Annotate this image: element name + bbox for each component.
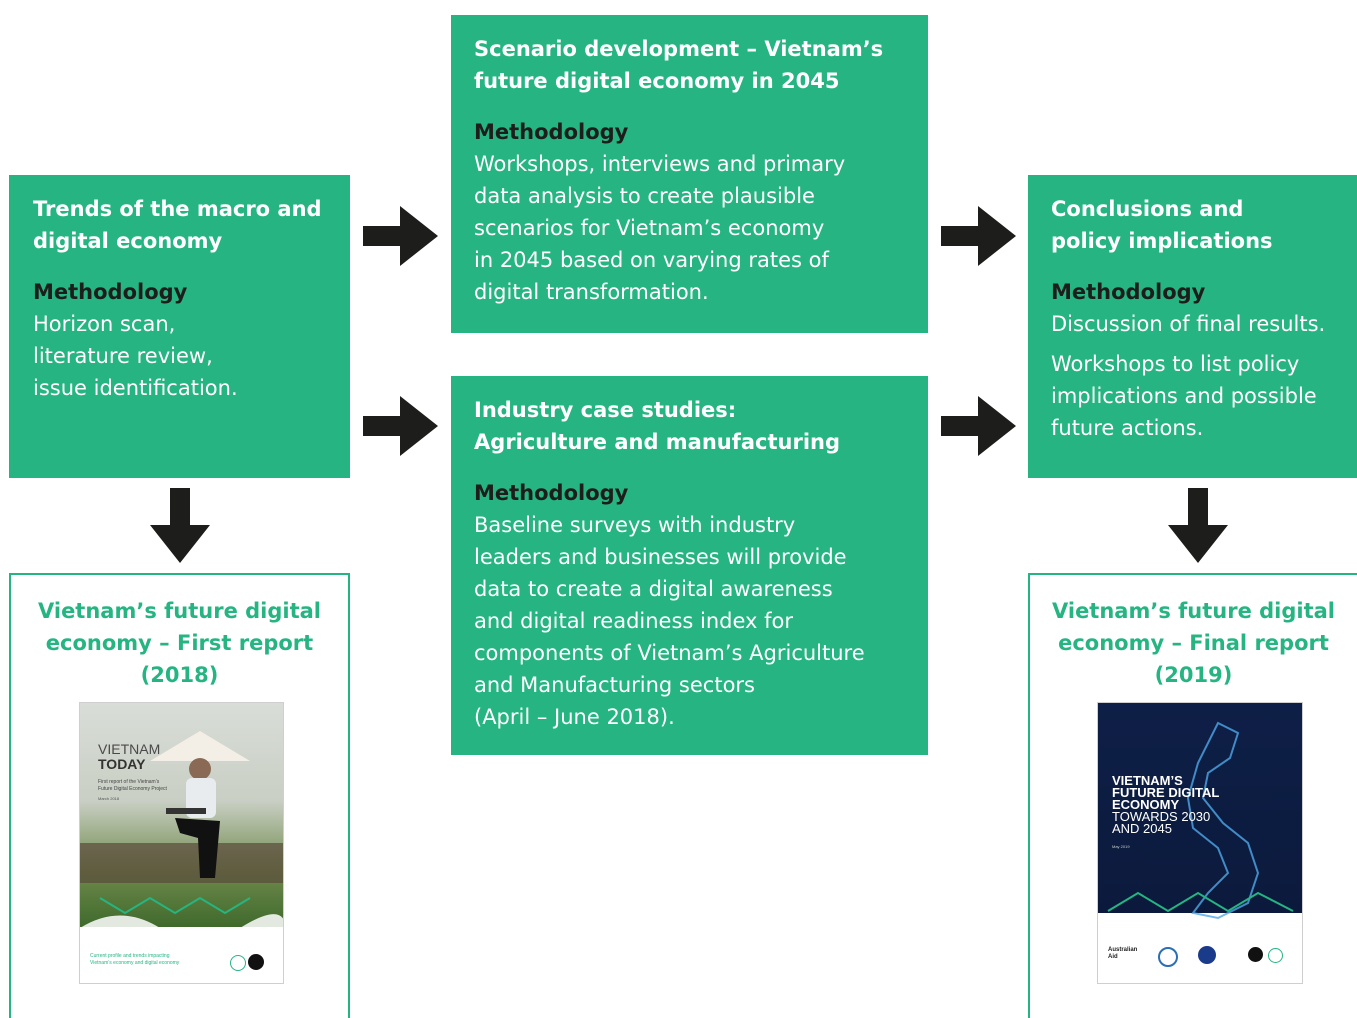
first-report-title: Vietnam’s future digital economy – First… — [37, 599, 321, 687]
final-cover-line1: VIETNAM’S — [1112, 773, 1183, 788]
csiro-logo-icon — [1248, 947, 1263, 962]
final-cover-line4: TOWARDS 2030 — [1112, 809, 1211, 824]
institute-seal-icon — [1198, 946, 1216, 964]
first-report-panel: Vietnam’s future digital economy – First… — [9, 573, 350, 1018]
woman-with-laptop-image — [80, 731, 283, 941]
conclusions-methodology-text-2: Workshops to list policy implications an… — [1051, 352, 1317, 440]
trends-title: Trends of the macro and digital economy — [33, 197, 322, 253]
conclusions-methodology-heading: Methodology — [1051, 280, 1206, 304]
arrow-down-icon — [1168, 488, 1228, 563]
final-cover-date: May 2019 — [1112, 844, 1130, 849]
final-cover-line5: AND 2045 — [1112, 821, 1172, 836]
scenario-title: Scenario development – Vietnam’s future … — [474, 37, 884, 93]
first-cover-line1: VIETNAM — [98, 741, 161, 757]
industry-title: Industry case studies: Agriculture and m… — [474, 398, 841, 454]
conclusions-box: Conclusions and policy implications Meth… — [1028, 175, 1357, 478]
arrow-right-icon — [941, 206, 1016, 266]
arrow-right-icon — [363, 396, 438, 456]
first-cover-footer: Current profile and trends impacting Vie… — [90, 953, 180, 966]
final-cover-line2: FUTURE DIGITAL — [1112, 785, 1220, 800]
first-report-cover[interactable]: VIETNAM TODAY First report of the Vietna… — [79, 702, 284, 984]
conclusions-title: Conclusions and policy implications — [1051, 197, 1273, 253]
ministry-seal-icon — [1158, 947, 1178, 967]
data61-logo-icon — [230, 955, 246, 971]
vietnam-map-image — [1107, 721, 1294, 920]
arrow-right-icon — [941, 396, 1016, 456]
csiro-logo-icon — [248, 954, 264, 970]
data61-logo-icon — [1268, 948, 1283, 963]
trends-box: Trends of the macro and digital economy … — [9, 175, 350, 478]
final-cover-line3: ECONOMY — [1112, 797, 1180, 812]
industry-methodology-text: Baseline surveys with industry leaders a… — [474, 513, 865, 729]
final-report-cover[interactable]: VIETNAM’S FUTURE DIGITAL ECONOMY TOWARDS… — [1097, 702, 1303, 984]
scenario-methodology-text: Workshops, interviews and primary data a… — [474, 152, 846, 304]
first-cover-subtitle: First report of the Vietnam’s Future Dig… — [98, 779, 167, 792]
first-cover-line2: TODAY — [98, 756, 146, 772]
scenario-box: Scenario development – Vietnam’s future … — [451, 15, 928, 333]
first-cover-date: March 2018 — [98, 796, 120, 801]
scenario-methodology-heading: Methodology — [474, 120, 629, 144]
final-report-panel: Vietnam’s future digital economy – Final… — [1028, 573, 1357, 1018]
trends-methodology-text: Horizon scan, literature review, issue i… — [33, 312, 238, 400]
final-report-title: Vietnam’s future digital economy – Final… — [1051, 599, 1335, 687]
conclusions-methodology-text: Discussion of final results. — [1051, 312, 1326, 336]
arrow-right-icon — [363, 206, 438, 266]
arrow-down-icon — [150, 488, 210, 563]
industry-methodology-heading: Methodology — [474, 481, 629, 505]
trends-methodology-heading: Methodology — [33, 280, 188, 304]
australian-aid-logo: Australian Aid — [1108, 947, 1138, 960]
industry-box: Industry case studies: Agriculture and m… — [451, 376, 928, 755]
